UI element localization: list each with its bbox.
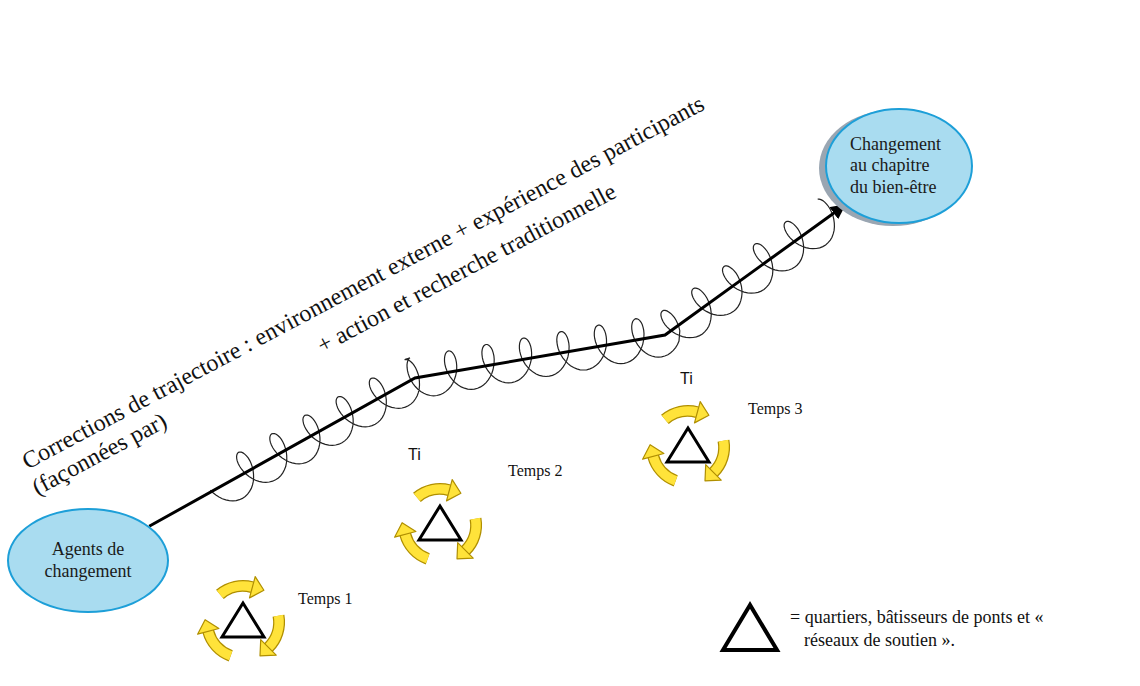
ellipse-node: Agents de changement: [7, 508, 168, 613]
time-label: Temps 3: [748, 400, 802, 418]
time-label: Temps 1: [298, 590, 352, 608]
cycle-symbol: [395, 480, 476, 559]
triangle-symbol: [419, 506, 461, 540]
triangle-symbol: [667, 428, 709, 462]
trajectory-note: + action et recherche traditionnelle: [313, 178, 621, 358]
legend-text: = quartiers, bâtisseurs de ponts et « ré…: [790, 606, 1062, 653]
stray-mark: Ti: [680, 370, 693, 388]
cycle-symbol: [643, 402, 724, 481]
ellipse-node: Changement au chapitre du bien-être: [825, 108, 972, 224]
legend-entry: = quartiers, bâtisseurs de ponts et « ré…: [790, 606, 1062, 653]
cycle-symbol: [198, 577, 279, 656]
legend-triangle: [723, 605, 777, 650]
stray-mark: Ti: [408, 446, 421, 464]
node-label: Changement au chapitre du bien-être: [850, 134, 948, 199]
node-label: Agents de changement: [34, 539, 142, 582]
triangle-symbol: [222, 603, 264, 637]
time-label: Temps 2: [508, 462, 562, 480]
trajectory-note: Corrections de trajectoire : environneme…: [18, 90, 709, 474]
